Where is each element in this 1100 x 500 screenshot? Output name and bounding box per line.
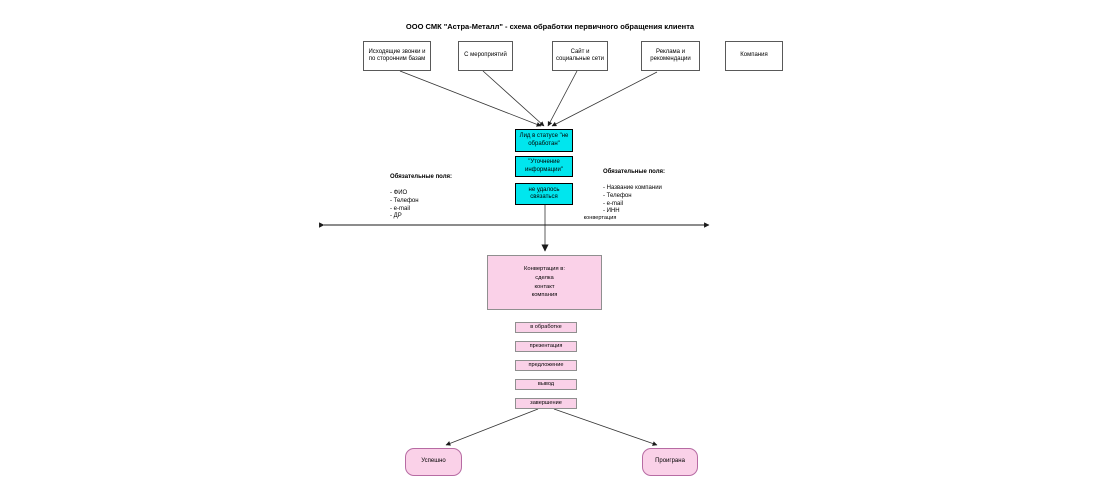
required-fields-company: Обязательные поля: - Название компании -… xyxy=(603,161,688,216)
node-stage-proposal: предложение xyxy=(515,360,577,371)
node-source-site-social: Сайт и социальные сети xyxy=(552,41,608,71)
diagram-title: ООО СМК "Астра-Металл" - схема обработки… xyxy=(405,22,695,31)
node-source-company: Компания xyxy=(725,41,783,71)
node-lead-no-contact: не удалось связаться xyxy=(515,183,573,205)
node-stage-completion: завершение xyxy=(515,398,577,409)
required-fields-company-items: - Название компании - Телефон - e-mail -… xyxy=(603,184,662,215)
required-fields-person-header: Обязательные поля: xyxy=(390,173,453,180)
required-fields-person: Обязательные поля: - ФИО - Телефон - e-m… xyxy=(390,166,465,221)
node-source-outgoing-calls: Исходящие звонки и по сторонним базам xyxy=(363,41,431,71)
node-stage-conclusion: вывод xyxy=(515,379,577,390)
node-conversion: Конвертация в: сделка контакт компания xyxy=(487,255,602,310)
node-source-ads: Реклама и рекомендации xyxy=(641,41,700,71)
node-outcome-success: Успешно xyxy=(405,448,462,476)
required-fields-person-items: - ФИО - Телефон - e-mail - ДР xyxy=(390,189,419,220)
node-stage-presentation: презентация xyxy=(515,341,577,352)
node-stage-in-processing: в обработке xyxy=(515,322,577,333)
node-outcome-lost: Проиграна xyxy=(642,448,698,476)
required-fields-company-header: Обязательные поля: xyxy=(603,168,666,175)
conversion-axis-label: конвертация xyxy=(583,215,617,221)
node-lead-not-processed: Лид в статусе "не обработан" xyxy=(515,129,573,152)
node-lead-clarification: "Уточнение информации" xyxy=(515,156,573,177)
node-source-events: С мероприятий xyxy=(458,41,513,71)
